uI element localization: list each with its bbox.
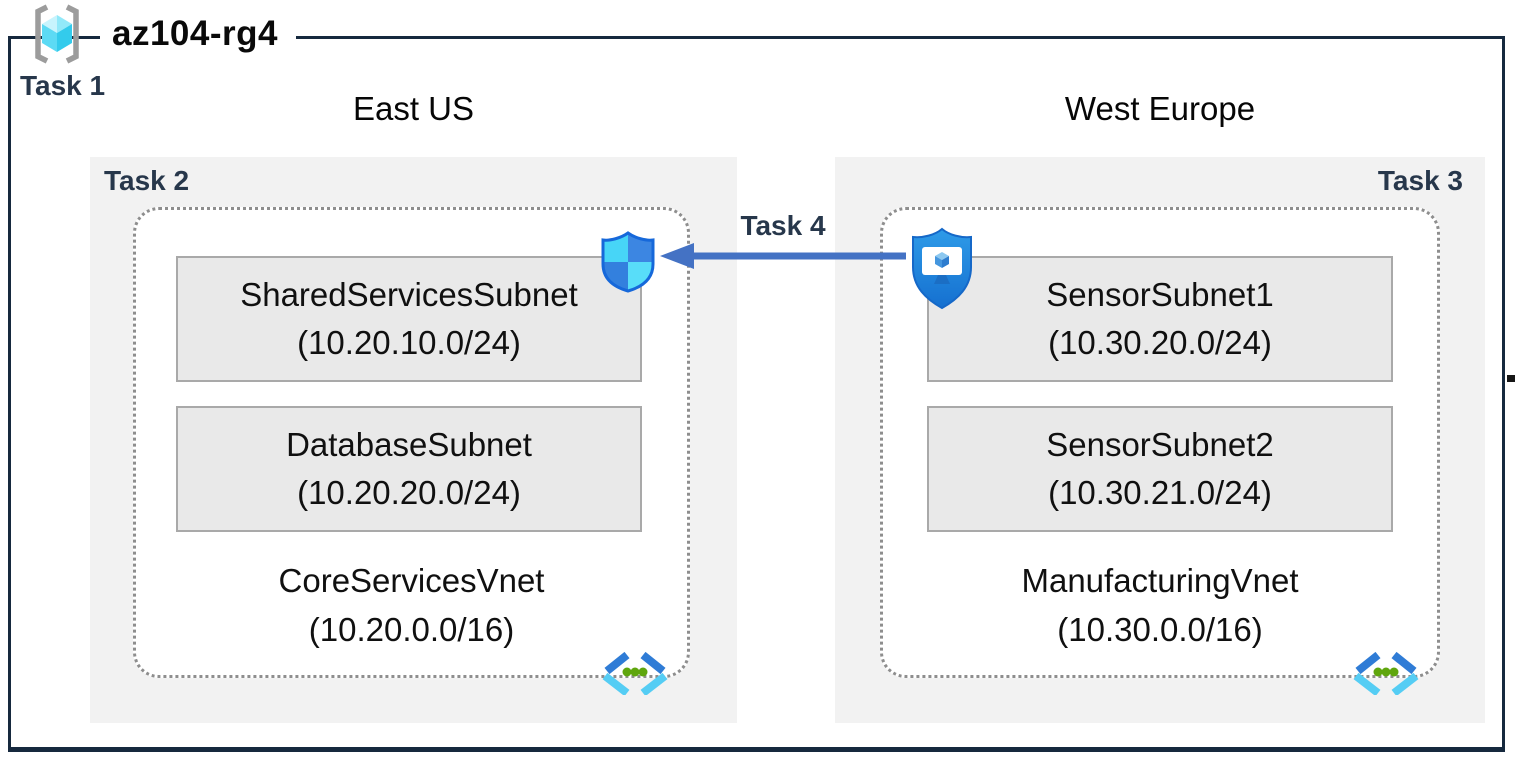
peering-arrow (660, 243, 906, 269)
vnet-label-coreservices: CoreServicesVnet (10.20.0.0/16) (133, 556, 690, 654)
subnet-database: DatabaseSubnet (10.20.20.0/24) (176, 406, 642, 532)
subnet-name: SensorSubnet2 (1046, 426, 1274, 463)
subnet-name: SensorSubnet1 (1046, 276, 1274, 313)
region-heading-east: East US (352, 90, 475, 127)
task2-label: Task 2 (104, 165, 190, 196)
subnet-sensor1: SensorSubnet1 (10.30.20.0/24) (927, 256, 1393, 382)
task3-label: Task 3 (1377, 165, 1463, 196)
resource-group-icon (35, 4, 79, 64)
vnet-name: ManufacturingVnet (1021, 562, 1299, 599)
subnet-sharedservices: SharedServicesSubnet (10.20.10.0/24) (176, 256, 642, 382)
subnet-cidr: (10.30.20.0/24) (1048, 324, 1272, 361)
vnet-peering-icon (1353, 651, 1419, 695)
resource-group-frame (8, 36, 1505, 752)
defender-shield-icon (601, 231, 655, 293)
vnet-name: CoreServicesVnet (278, 562, 545, 599)
task1-label: Task 1 (20, 70, 106, 101)
subnet-cidr: (10.20.20.0/24) (297, 474, 521, 511)
vnet-cidr: (10.20.0.0/16) (308, 611, 515, 648)
vnet-peering-icon (602, 651, 668, 695)
edge-tick-mark (1507, 375, 1515, 382)
vnet-cidr: (10.30.0.0/16) (1057, 611, 1263, 648)
resource-group-title: az104-rg4 (100, 10, 296, 60)
vnet-label-manufacturing: ManufacturingVnet (10.30.0.0/16) (880, 556, 1440, 654)
region-heading-west: West Europe (1064, 90, 1256, 127)
task4-label: Task 4 (740, 210, 826, 241)
subnet-cidr: (10.30.21.0/24) (1048, 474, 1272, 511)
subnet-cidr: (10.20.10.0/24) (297, 324, 521, 361)
shield-monitor-icon (912, 227, 972, 310)
subnet-name: DatabaseSubnet (286, 426, 532, 463)
subnet-name: SharedServicesSubnet (240, 276, 578, 313)
subnet-sensor2: SensorSubnet2 (10.30.21.0/24) (927, 406, 1393, 532)
